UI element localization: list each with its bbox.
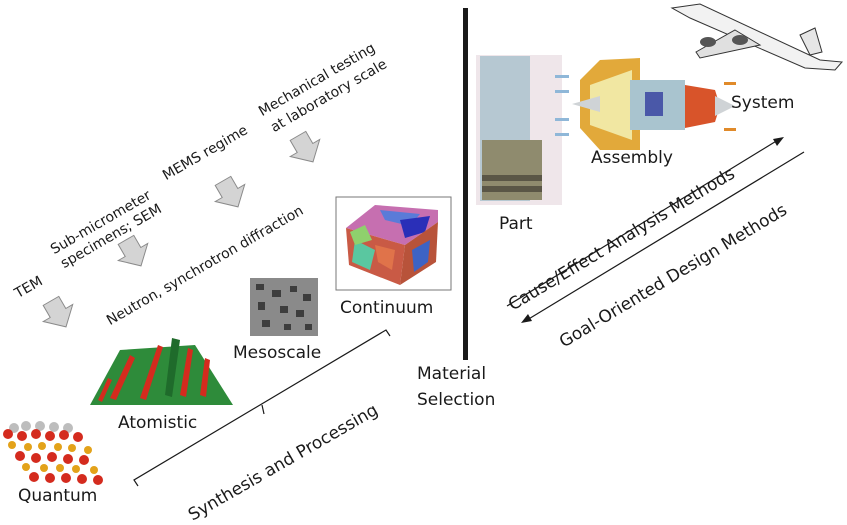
arrow-mems-icon <box>213 175 246 208</box>
synthesis-bracket <box>133 329 391 487</box>
label-mesoscale: Mesoscale <box>233 343 322 363</box>
label-material-selection-line1: Material <box>417 364 487 384</box>
goal-oriented-arrow-icon <box>521 151 805 323</box>
airplane-image <box>670 3 844 71</box>
jet-engine-image <box>555 58 736 150</box>
divider-line <box>463 8 468 360</box>
label-material-selection-line2: Selection <box>417 390 496 410</box>
mesoscale-sem-image <box>250 278 318 336</box>
label-quantum: Quantum <box>18 486 98 506</box>
diagram-graphics <box>3 3 844 487</box>
label-system: System <box>731 93 795 113</box>
turbine-blade-image <box>476 55 562 205</box>
cause-effect-arrow-icon <box>506 137 784 307</box>
arrow-tem-icon <box>41 295 74 328</box>
arrow-sem-icon <box>116 234 149 267</box>
continuum-cube-image <box>335 196 452 291</box>
label-part: Part <box>499 214 533 234</box>
label-assembly: Assembly <box>591 148 673 168</box>
label-atomistic: Atomistic <box>118 413 198 433</box>
label-continuum: Continuum <box>340 298 434 318</box>
arrow-mechanical-icon <box>288 130 321 163</box>
quantum-atoms-image <box>3 421 103 485</box>
atomistic-simulation-image <box>90 338 233 405</box>
